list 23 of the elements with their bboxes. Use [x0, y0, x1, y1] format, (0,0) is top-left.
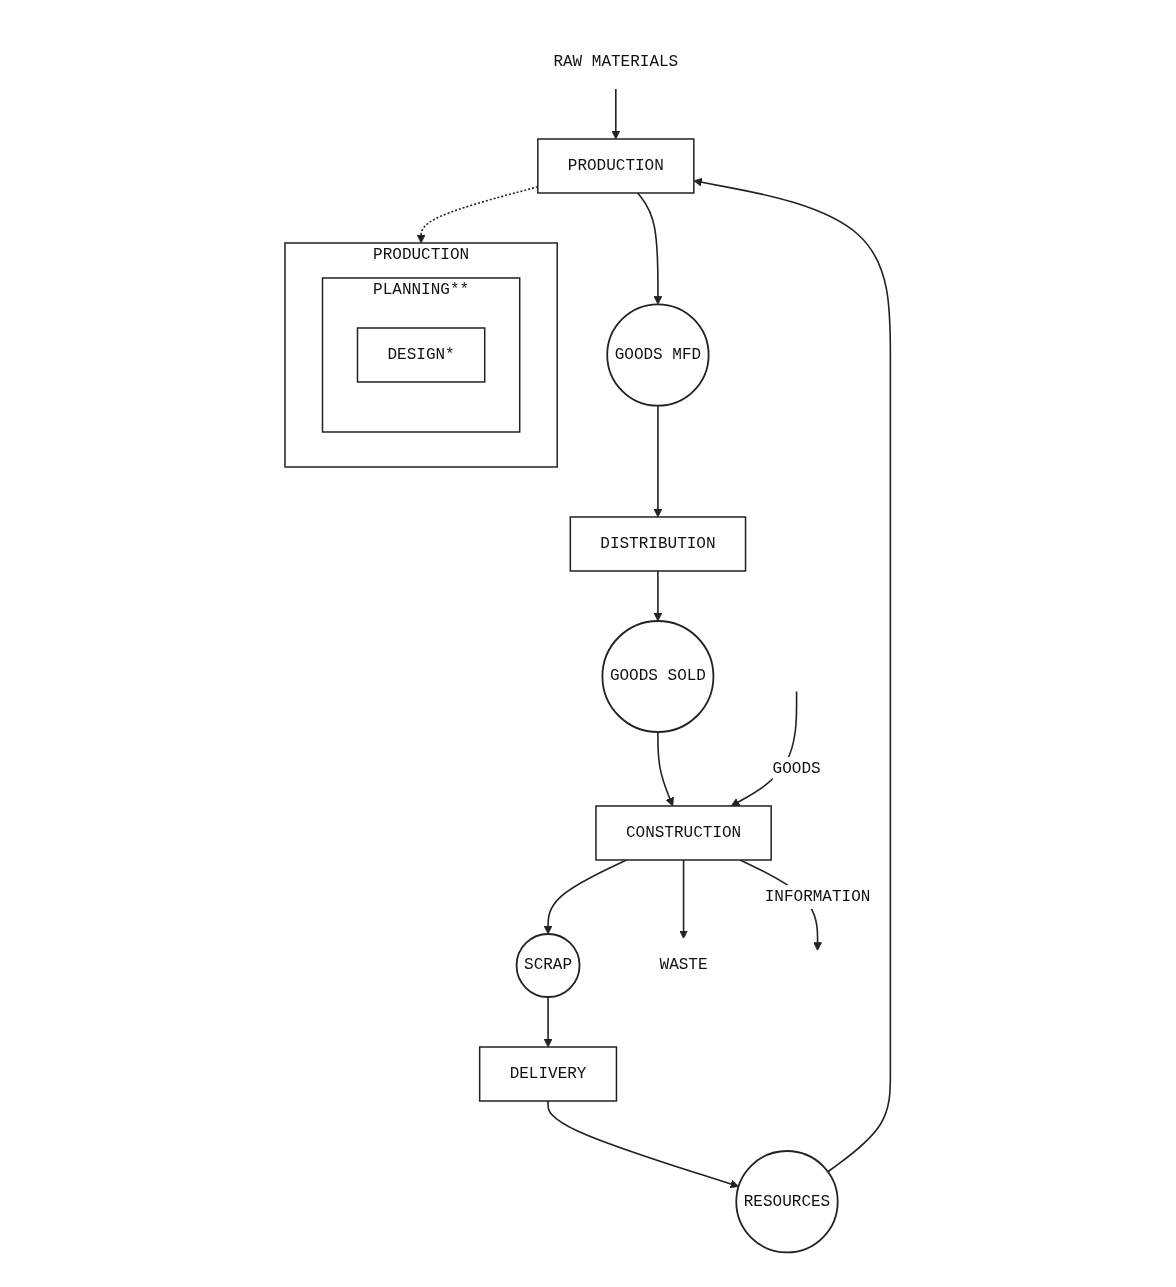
- arrow: [637, 192, 663, 305]
- arrow: [543, 996, 553, 1048]
- arrow: [611, 88, 621, 140]
- node-circle: GOODS MFD: [606, 303, 710, 407]
- node-circle: GOODS SOLD: [601, 619, 715, 733]
- arrow: [547, 1100, 740, 1188]
- edge-label: GOODS: [772, 759, 821, 778]
- node-circle: SCRAP: [515, 932, 581, 998]
- node-box: PRODUCTION: [537, 138, 695, 194]
- node-box: DISTRIBUTION: [569, 516, 747, 572]
- arrow: [657, 731, 675, 807]
- node-box: DESIGN*: [357, 327, 486, 383]
- arrow: [417, 185, 539, 244]
- arrow: [679, 859, 689, 939]
- arrow: [653, 569, 663, 622]
- node-circle: RESOURCES: [735, 1149, 839, 1254]
- arrow: [543, 859, 628, 935]
- node-text: RAW MATERIALS: [553, 52, 679, 71]
- arrow: [653, 404, 663, 518]
- node-box: CONSTRUCTION: [595, 805, 773, 861]
- node-text: WASTE: [659, 956, 708, 975]
- edge-label: INFORMATION: [765, 887, 871, 906]
- node-box: DELIVERY: [479, 1046, 618, 1102]
